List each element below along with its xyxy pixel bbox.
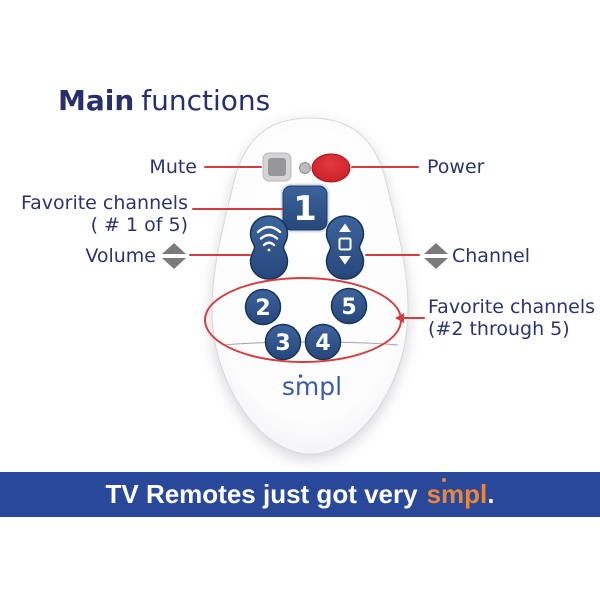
volume-waves-icon — [256, 225, 282, 252]
page-title-rest: functions — [141, 84, 271, 117]
favorite-1-button-label: 1 — [293, 189, 317, 229]
channel-ok-icon — [338, 237, 352, 251]
channel-label: Channel — [452, 245, 531, 267]
volume-arrows-icon — [162, 243, 186, 269]
volume-callout-line — [189, 254, 251, 256]
channel-callout-line — [365, 254, 420, 256]
volume-down-triangle — [162, 258, 186, 269]
channel-arrows-icon — [424, 243, 448, 269]
favorite1-label-line1: Favorite channels — [20, 192, 188, 214]
favorites-callout-ellipse — [204, 277, 402, 363]
power-label: Power — [427, 156, 485, 178]
remote-logo: smpl — [282, 372, 342, 401]
volume-rocker — [249, 215, 289, 280]
favorites25-callout-arrow — [395, 313, 404, 323]
mute-callout-line — [204, 166, 262, 168]
channel-rocker — [325, 215, 365, 280]
favorite1-callout-line — [192, 208, 283, 210]
status-led — [299, 162, 311, 174]
favorites25-callout-line — [403, 317, 425, 319]
page-title-main: Main — [58, 84, 135, 117]
mute-button-inner — [268, 158, 286, 176]
channel-down-icon — [339, 256, 351, 265]
favorite1-label: Favorite channels ( # 1 of 5) — [0, 192, 188, 236]
favorite-1-button: 1 — [280, 183, 330, 233]
mute-label: Mute — [149, 156, 197, 178]
channel-up-icon — [339, 223, 351, 232]
power-callout-line — [351, 166, 419, 168]
favorites25-label-line2: (#2 through 5) — [428, 318, 570, 340]
banner-period: . — [487, 479, 495, 509]
bottom-banner: TV Remotes just got very smpl . — [0, 472, 600, 517]
favorites25-label: Favorite channels (#2 through 5) — [428, 296, 595, 340]
banner-text: TV Remotes just got very — [105, 479, 418, 509]
favorite1-label-line2: ( # 1 of 5) — [90, 214, 188, 236]
volume-label: Volume — [85, 245, 156, 267]
banner-brand: smpl — [426, 478, 488, 509]
channel-down-triangle — [424, 258, 448, 269]
power-button — [311, 153, 351, 183]
volume-up-triangle — [162, 243, 186, 254]
channel-up-triangle — [424, 243, 448, 254]
remote-logo-dot — [298, 374, 303, 378]
favorites25-label-line1: Favorite channels — [428, 296, 596, 318]
